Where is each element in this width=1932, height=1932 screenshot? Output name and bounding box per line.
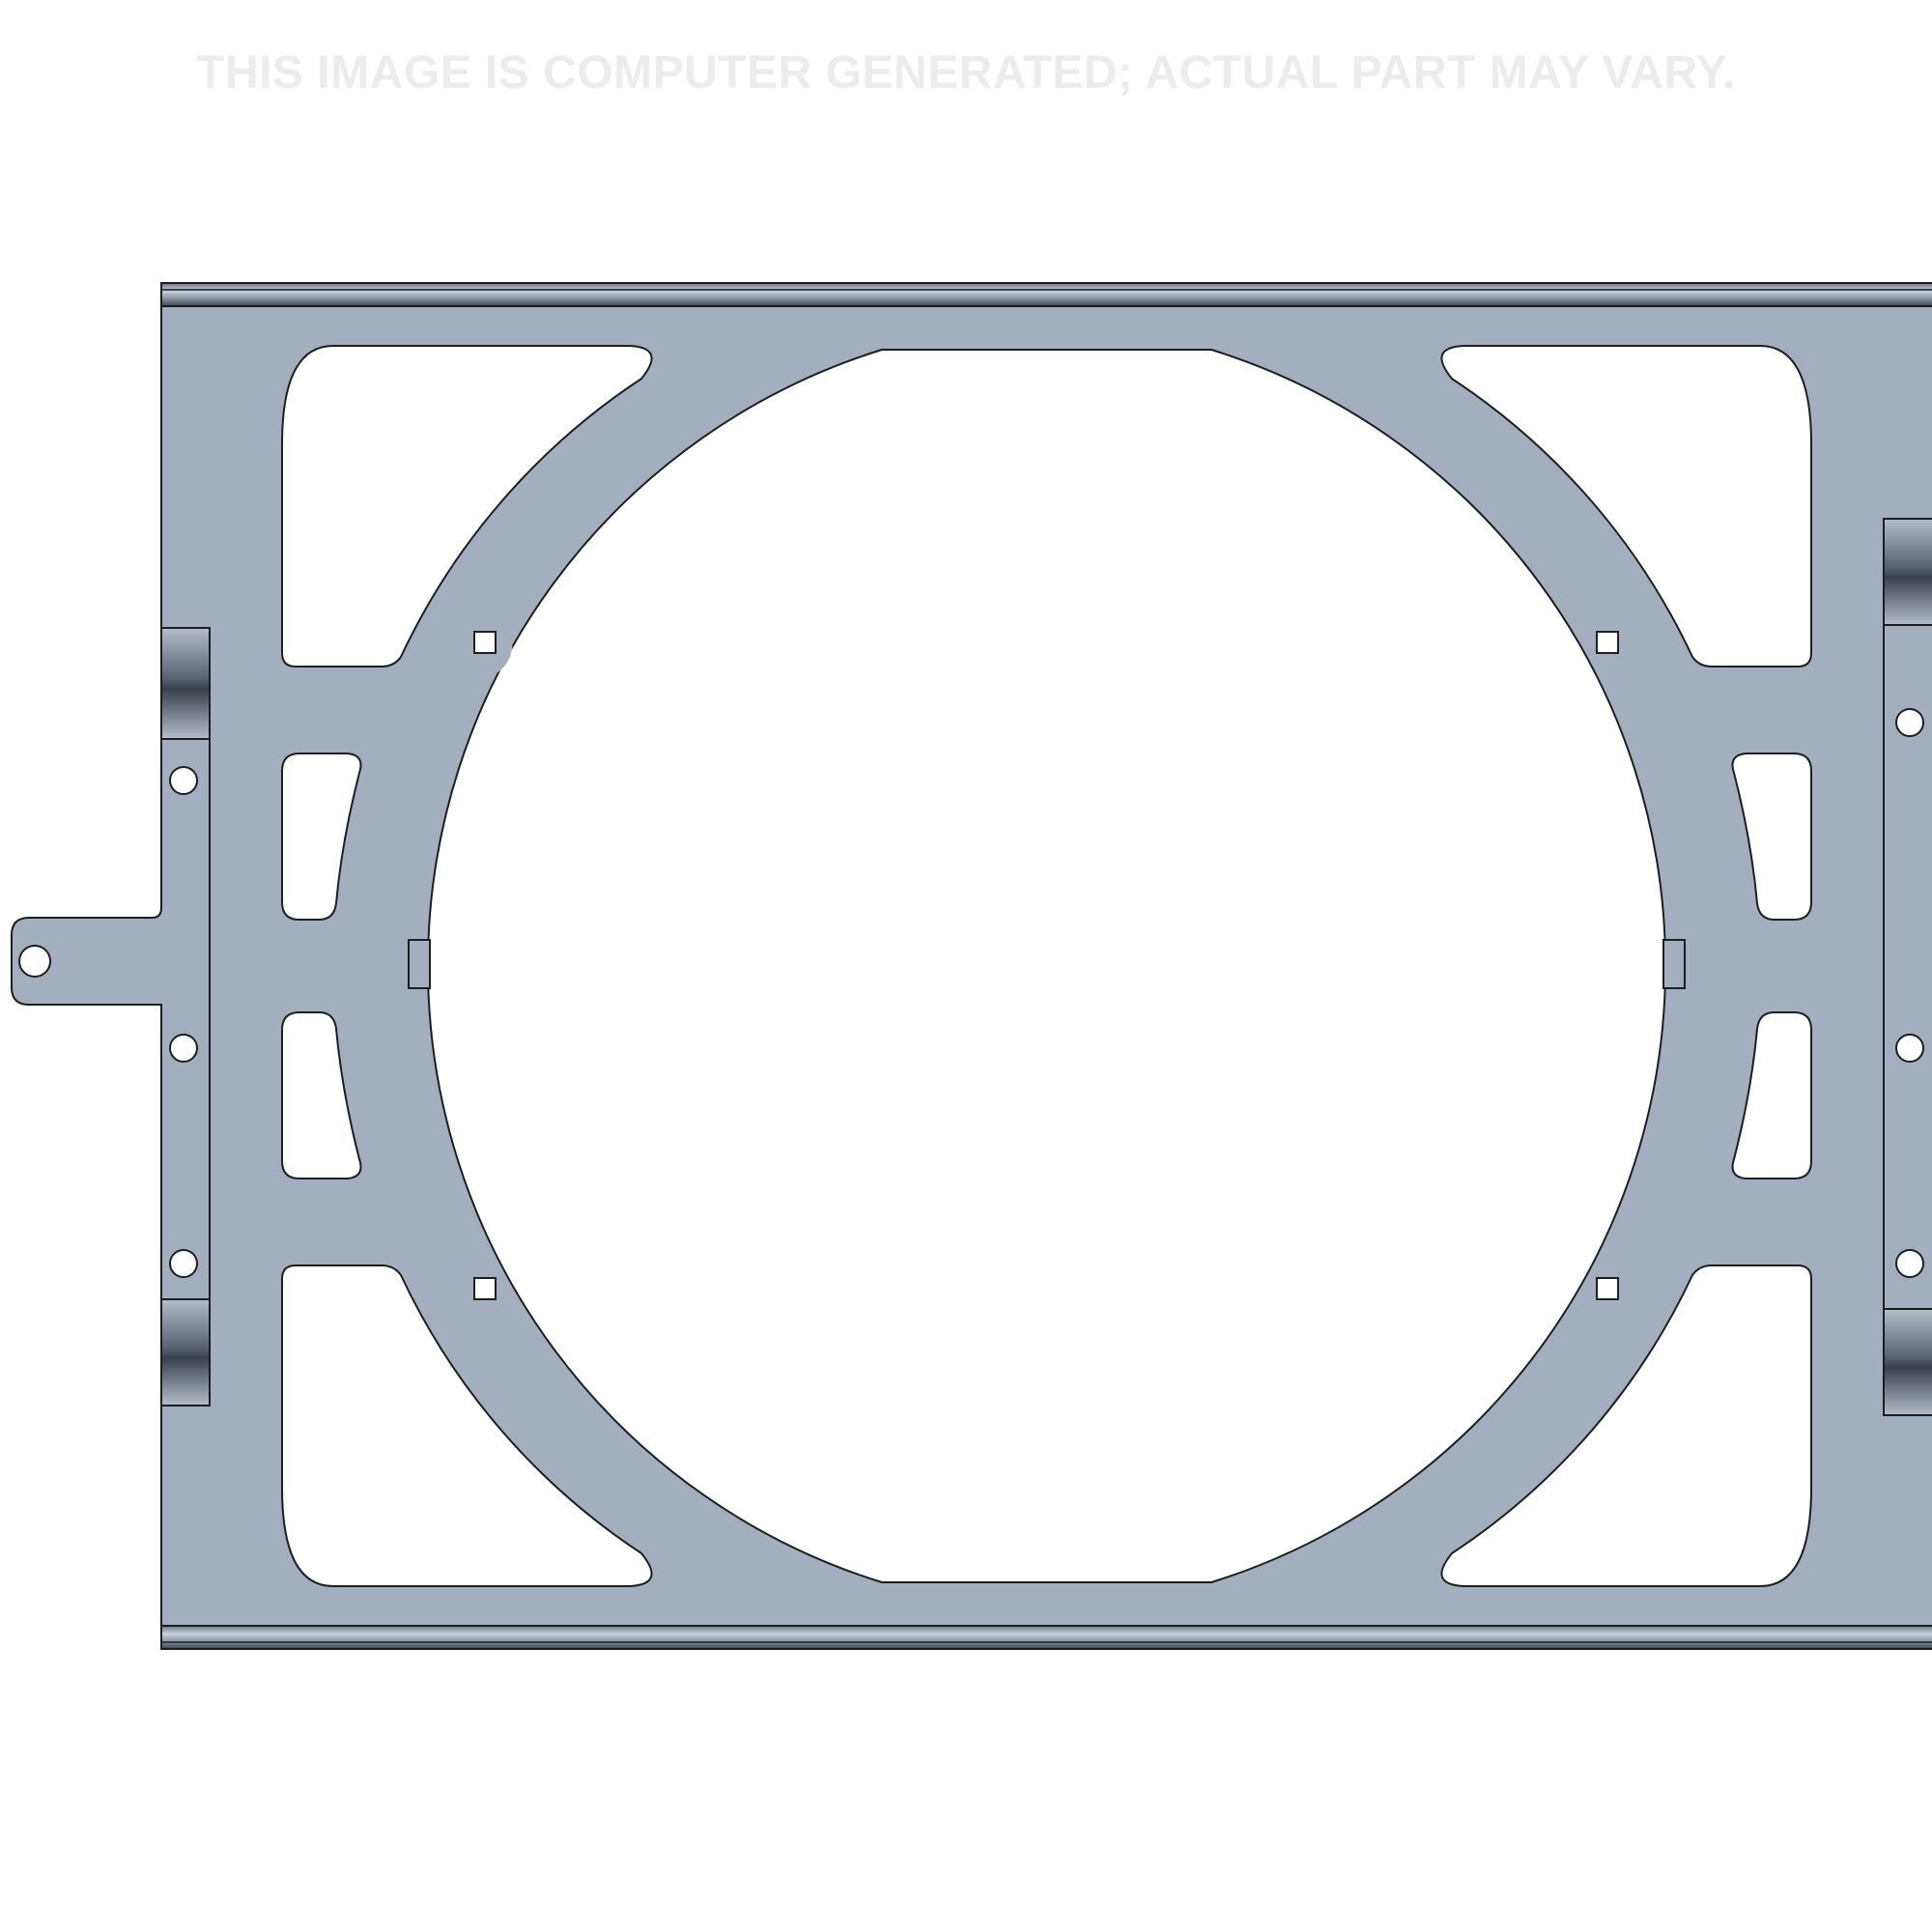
main-plate	[11, 305, 1932, 1627]
fan-mount-bosses	[469, 620, 1619, 1300]
ear-hole	[18, 945, 51, 978]
right-tabs	[1883, 518, 1932, 1416]
left-tabs	[160, 627, 211, 1406]
bolt-holes	[169, 708, 1924, 1278]
top-flange	[160, 282, 1932, 307]
bottom-flange	[160, 1625, 1932, 1650]
ring-notches	[408, 939, 1686, 989]
disclaimer-text: THIS IMAGE IS COMPUTER GENERATED; ACTUAL…	[196, 47, 1736, 99]
